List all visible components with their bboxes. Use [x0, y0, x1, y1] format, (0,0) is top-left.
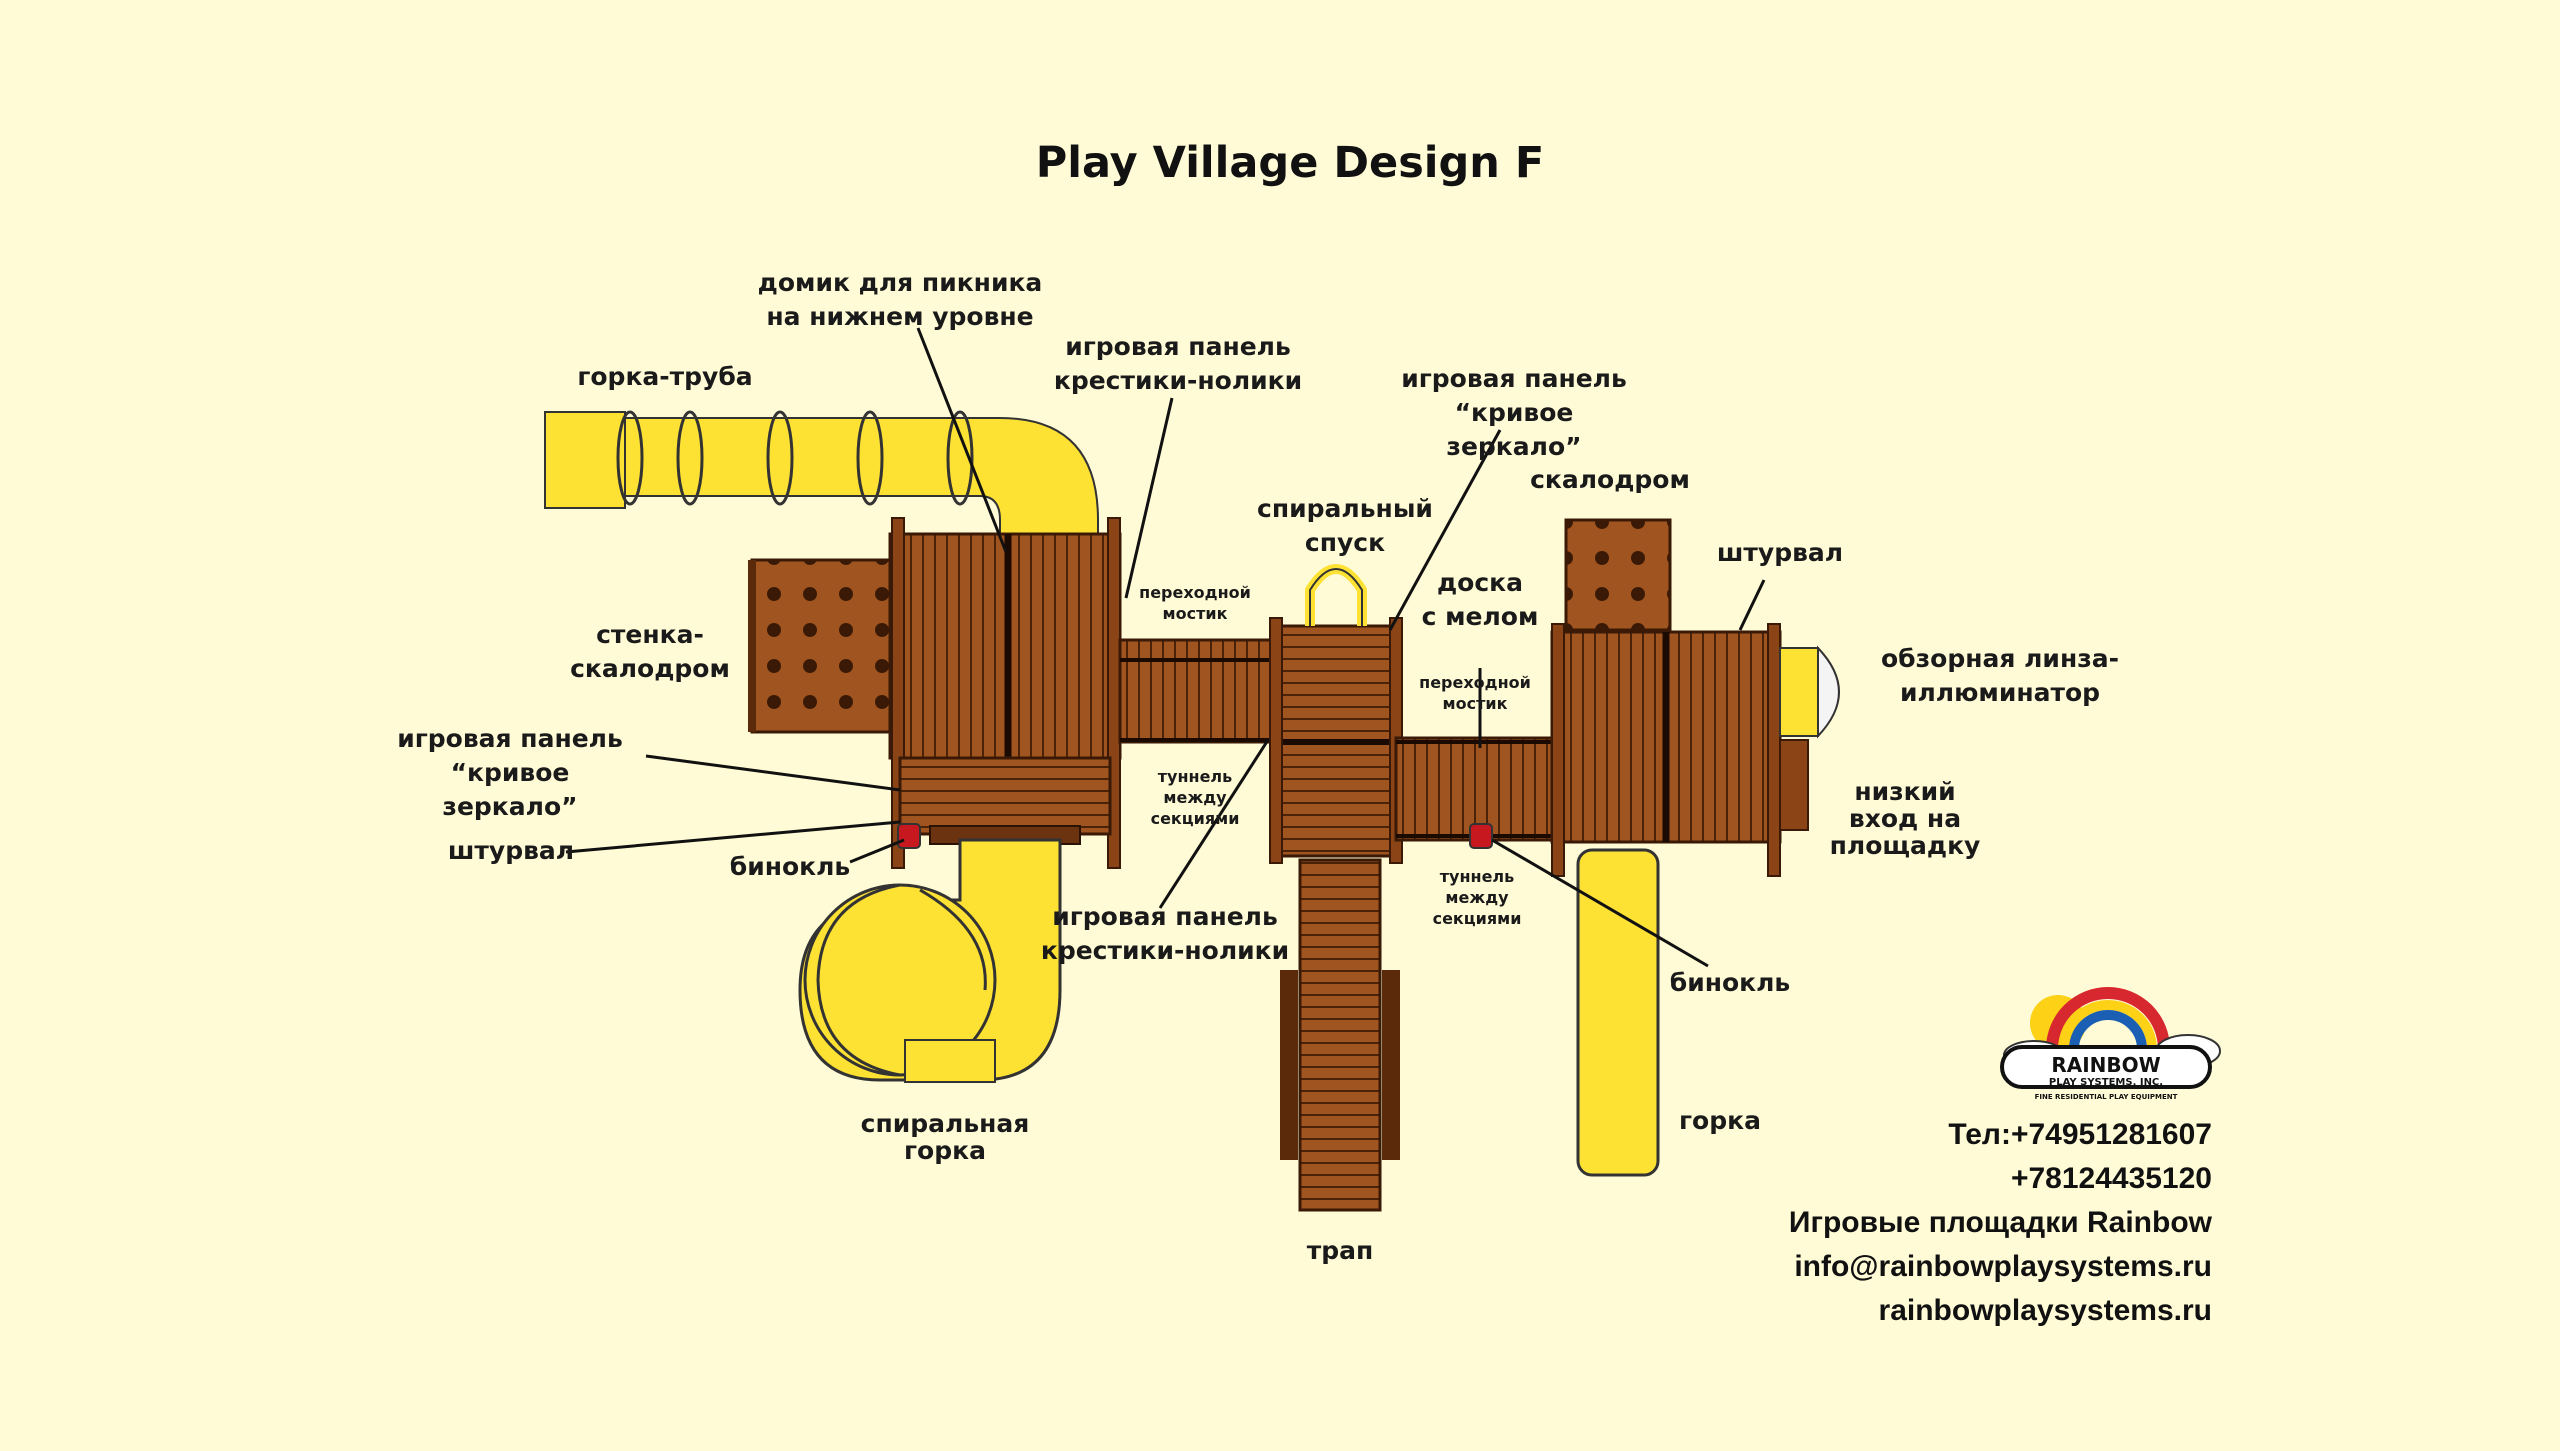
label-ramp: трап: [1306, 1236, 1374, 1265]
left-tower: [888, 517, 1122, 869]
contact-block: Тел:+74951281607 +78124435120 Игровые пл…: [1789, 1113, 2212, 1333]
label-lens: обзорная линза- иллюминатор: [1880, 644, 2119, 707]
label-panel-ttt-bottom: игровая панель крестики-нолики: [1040, 902, 1290, 965]
label-rock-wall: скалодром: [1530, 465, 1690, 494]
contact-website[interactable]: rainbowplaysystems.ru: [1878, 1294, 2212, 1327]
label-spiral-slide: спиральная горка: [860, 1109, 1030, 1165]
contact-company: Игровые площадки Rainbow: [1788, 1206, 2212, 1239]
label-spiral-descent: спиральный спуск: [1257, 494, 1433, 557]
label-panel-ttt-top: игровая панель крестики-нолики: [1053, 332, 1303, 395]
page-title: Play Village Design F: [1035, 138, 1545, 188]
logo-company: PLAY SYSTEMS, INC.: [2049, 1077, 2163, 1088]
center-tower: [1269, 564, 1403, 864]
label-binoculars-right: бинокль: [1669, 968, 1791, 997]
label-tunnel-left: туннель между секциями: [1150, 767, 1240, 828]
label-slide: горка: [1679, 1106, 1761, 1135]
tube-slide: [544, 410, 1099, 546]
label-climbing-wall: стенка- скалодром: [570, 620, 730, 683]
contact-email[interactable]: info@rainbowplaysystems.ru: [1794, 1250, 2212, 1283]
spiral-slide: [798, 838, 1062, 1083]
rock-wall: [1564, 518, 1672, 632]
label-bridge-right: переходной мостик: [1419, 673, 1531, 713]
bridge-left: [1118, 638, 1278, 744]
straight-slide: [1576, 848, 1660, 1177]
label-tube-slide: горка-труба: [577, 362, 753, 391]
contact-phone-1[interactable]: Тел:+74951281607: [1948, 1118, 2212, 1151]
label-panel-mirror-left: игровая панель “кривое зеркало”: [397, 724, 623, 821]
label-tunnel-right: туннель между секциями: [1432, 867, 1522, 928]
label-bridge-left: переходной мостик: [1139, 583, 1251, 623]
label-binoculars-left: бинокль: [729, 852, 851, 881]
label-wheel-left: штурвал: [447, 836, 575, 865]
binoculars: [897, 823, 1493, 849]
label-panel-mirror-top: игровая панель “кривое зеркало”: [1401, 364, 1627, 461]
right-tower: [1550, 623, 1809, 877]
ramp: [1280, 858, 1400, 1212]
logo-tagline: FINE RESIDENTIAL PLAY EQUIPMENT: [2035, 1093, 2178, 1101]
label-chalkboard: доска с мелом: [1421, 568, 1539, 631]
lens: [1779, 645, 1840, 739]
climbing-wall: [748, 558, 896, 734]
label-wheel-right: штурвал: [1716, 538, 1844, 567]
label-picnic-house: домик для пикника на нижнем уровне: [757, 268, 1043, 331]
logo-brand: RAINBOW: [2051, 1053, 2160, 1077]
leader-lines: [565, 327, 1766, 968]
rainbow-logo: RAINBOW PLAY SYSTEMS, INC. FINE RESIDENT…: [1998, 975, 2238, 1105]
contact-phone-2[interactable]: +78124435120: [2010, 1162, 2212, 1195]
label-low-entrance: низкий вход на площадку: [1829, 777, 1981, 860]
